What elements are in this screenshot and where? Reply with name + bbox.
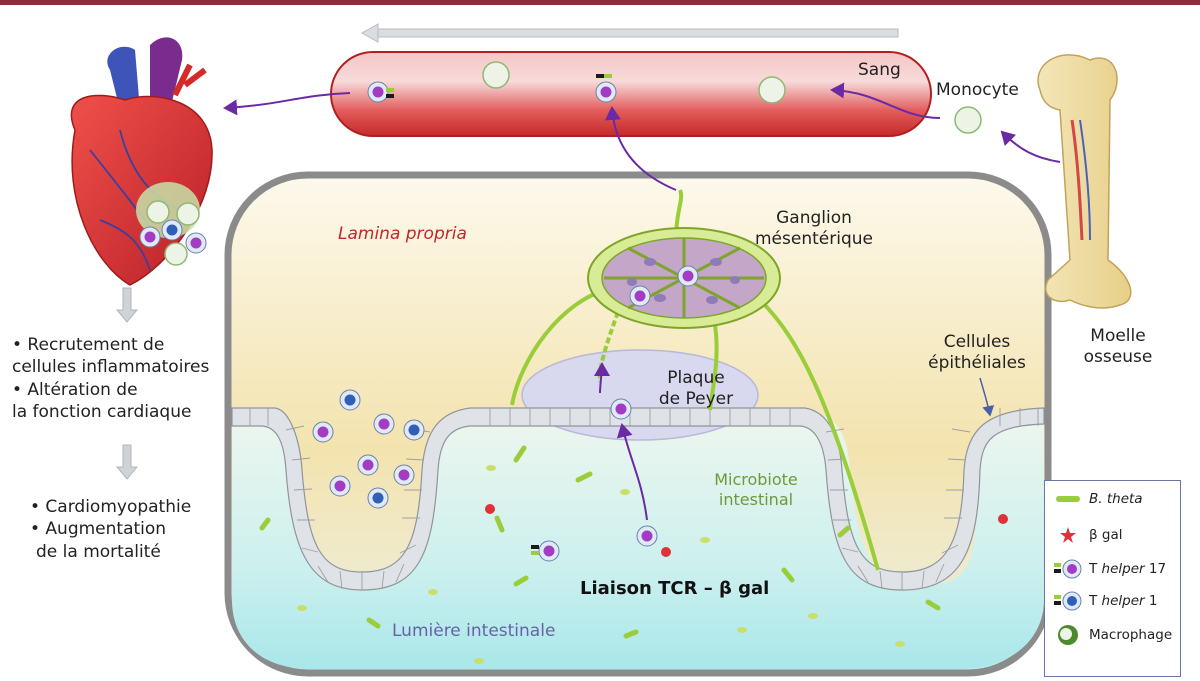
ganglion-label-line1: Ganglion [776,208,852,228]
outcome-arrows [115,287,139,480]
bone-marrow-label-line1: Moelle [1090,326,1146,346]
beta-gal-markers [485,504,1008,557]
legend-item-th17: T helper 17 [1053,557,1166,581]
peyer-patch-label: Plaque de Peyer [636,368,756,409]
monocytes [146,61,982,266]
epithelium-pointer-arrow [979,377,995,417]
outcome-line: • Cardiomyopathie [30,497,192,517]
blood-vessel [330,51,932,137]
th17-cell-icon [1053,557,1083,581]
microbiota-label-line2: intestinal [718,489,794,509]
legend-label: B. theta [1089,491,1143,507]
legend-label: T helper 1 [1089,593,1158,609]
blood-flow-arrow [360,23,899,43]
blood-label: Sang [858,60,901,80]
heart-effect-line: • Altération de [12,379,138,400]
legend-label: Macrophage [1089,627,1173,643]
legend-box: B. theta β gal T helper 17 T helper 1 Ma… [1044,480,1181,677]
legend-label: T helper 17 [1089,561,1167,577]
beta-gal-icon [1053,523,1083,547]
heart-effects-list: • Recrutement de cellules inflammatoires… [12,334,209,424]
migration-arrows [223,82,1061,521]
lamina-propria-label: Lamina propria [338,224,467,244]
heart-effect-line: cellules inflammatoires [12,357,210,378]
legend-item-beta-gal: β gal [1053,523,1123,547]
outcome-line: • Augmentation [30,519,167,540]
bone-illustration [1037,54,1132,309]
ganglion-label: Ganglion mésentérique [744,208,884,249]
heart-effect-line: la fonction cardiaque [12,402,192,423]
peyer-patch-label-line1: Plaque [667,368,725,388]
peyer-patch-label-line2: de Peyer [658,388,734,409]
th1-cell-icon [1053,589,1083,613]
legend-item-th1: T helper 1 [1053,589,1157,613]
bone-marrow-label: Moelle osseuse [1058,326,1178,367]
outcomes-list: • Cardiomyopathie • Augmentation de la m… [30,496,191,563]
ganglion-label-line2: mésentérique [755,228,873,249]
bacteria-dots [297,465,905,664]
epithelial-cells-label-line2: épithéliales [928,352,1026,373]
microbiota-label: Microbiote intestinal [696,470,816,509]
monocyte-label: Monocyte [936,80,1019,100]
bacteria-b-theta [259,445,941,639]
bone-marrow-label-line2: osseuse [1083,346,1153,367]
th17-cells [139,74,699,562]
legend-item-macrophage: Macrophage [1053,623,1172,647]
microbiota-label-line1: Microbiote [714,470,798,489]
outcome-line: de la mortalité [36,541,161,562]
macrophage-icon [1053,623,1083,647]
legend-label: β gal [1089,527,1123,543]
epithelium-layer [231,407,1045,591]
heart-effect-line: • Recrutement de [12,335,165,355]
epithelial-cells-label-line1: Cellules [943,332,1011,352]
top-accent-bar [0,0,1200,5]
legend-item-b-theta: B. theta [1053,487,1143,511]
tcr-binding-label: Liaison TCR – β gal [580,578,770,599]
epithelial-cells-label: Cellules épithéliales [912,332,1042,373]
bacteria-icon [1053,487,1083,511]
th1-cells [161,219,425,509]
intestinal-lumen-label: Lumière intestinale [392,621,556,641]
